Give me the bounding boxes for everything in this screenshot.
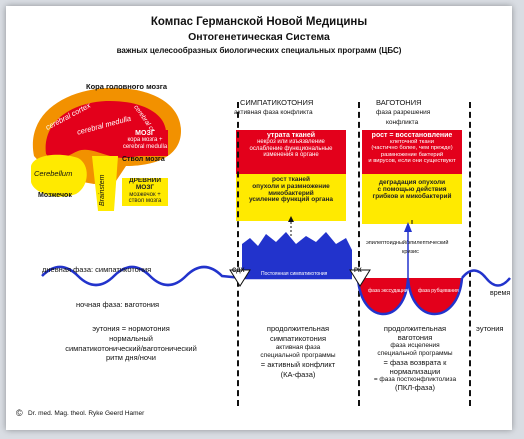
brain-title: МОЗГ bbox=[135, 130, 155, 137]
title-line-2: Онтогенетическая Система bbox=[188, 31, 330, 43]
day-phase-label: дневная фаза: симпатикотония bbox=[42, 265, 152, 274]
separator-right bbox=[469, 102, 471, 406]
sympathicotonia-block bbox=[242, 232, 352, 278]
copyright-symbol: © bbox=[16, 408, 23, 418]
cerebellum-label: Cerebellum bbox=[34, 169, 73, 178]
vag-sub1: фаза разрешения bbox=[376, 109, 431, 116]
old-brain-title: ДРЕВНИЙ МОЗГ bbox=[128, 178, 162, 191]
diagram-frame: Компас Германской Новой Медицины Онтоген… bbox=[6, 6, 512, 430]
sym-sub: активная фаза конфликта bbox=[234, 109, 313, 116]
vag-title: ВАГОТОНИЯ bbox=[376, 98, 422, 107]
cerebellum-ru-label: Мозжечок bbox=[38, 192, 72, 199]
bottom-col4: эутония bbox=[476, 324, 504, 333]
vag-yellow-cell: деградация опухоли с помощью действия гр… bbox=[362, 174, 462, 224]
separator-middle bbox=[358, 102, 360, 406]
title-line-3: важных целесообразных биологических спец… bbox=[116, 46, 402, 55]
vagotonia-pit-1 bbox=[358, 278, 408, 314]
vag-red-cell: рост = восстановление клеточной ткани (ч… bbox=[362, 130, 462, 174]
cerebellum-shape bbox=[31, 154, 87, 197]
normotonia-wave-right bbox=[461, 269, 511, 287]
crisis-label: эпилептоидный/эпилептический bbox=[366, 240, 449, 246]
vagotonia-pit-2 bbox=[408, 278, 462, 314]
cortex-label: Кора головного мозга bbox=[86, 82, 168, 91]
rk-label: РК bbox=[354, 268, 362, 274]
time-label: время bbox=[490, 290, 511, 297]
sym-red-cell: утрата тканей некроз или изъязвление осл… bbox=[236, 130, 346, 174]
title-line-1: Компас Германской Новой Медицины bbox=[150, 16, 368, 28]
old-brain-row-label: ДРЕВНИЙ МОЗГ мозжечок + ствол мозга bbox=[122, 178, 168, 206]
sym-yellow-cell: рост тканей опухоли и размножение микоба… bbox=[236, 174, 346, 221]
crisis-label-2: кризис bbox=[402, 249, 419, 255]
vag-sub2: конфликта bbox=[386, 119, 419, 126]
brain-row-label: МОЗГ кора мозга + cerebral medulla bbox=[122, 130, 168, 156]
edema-left-label: фаза экссудации bbox=[368, 288, 408, 294]
rk-marker bbox=[349, 269, 371, 287]
crisis-arrow bbox=[404, 222, 412, 232]
old-brain-sub: мозжечок + ствол мозга bbox=[128, 191, 162, 204]
constant-label: Постоянная симпатикотония bbox=[261, 271, 328, 277]
stem-label: Ствол мозга bbox=[122, 156, 165, 163]
edema-right-label: фаза рубцевания bbox=[418, 288, 459, 294]
sym-title: СИМПАТИКОТОНИЯ bbox=[240, 98, 314, 107]
normotonia-wave bbox=[41, 265, 352, 287]
phase-curve bbox=[41, 216, 511, 316]
night-phase-label: ночная фаза: ваготония bbox=[76, 300, 160, 309]
dh-label: СДХ bbox=[232, 268, 245, 274]
copyright-text: Dr. med. Mag. theol. Ryke Geerd Hamer bbox=[28, 410, 145, 417]
brain-illustration bbox=[31, 87, 181, 211]
separator-left bbox=[237, 102, 239, 406]
dh-marker bbox=[229, 269, 251, 287]
brainstem-shape bbox=[92, 156, 118, 211]
brain-sub: кора мозга + cerebral medulla bbox=[122, 137, 168, 150]
